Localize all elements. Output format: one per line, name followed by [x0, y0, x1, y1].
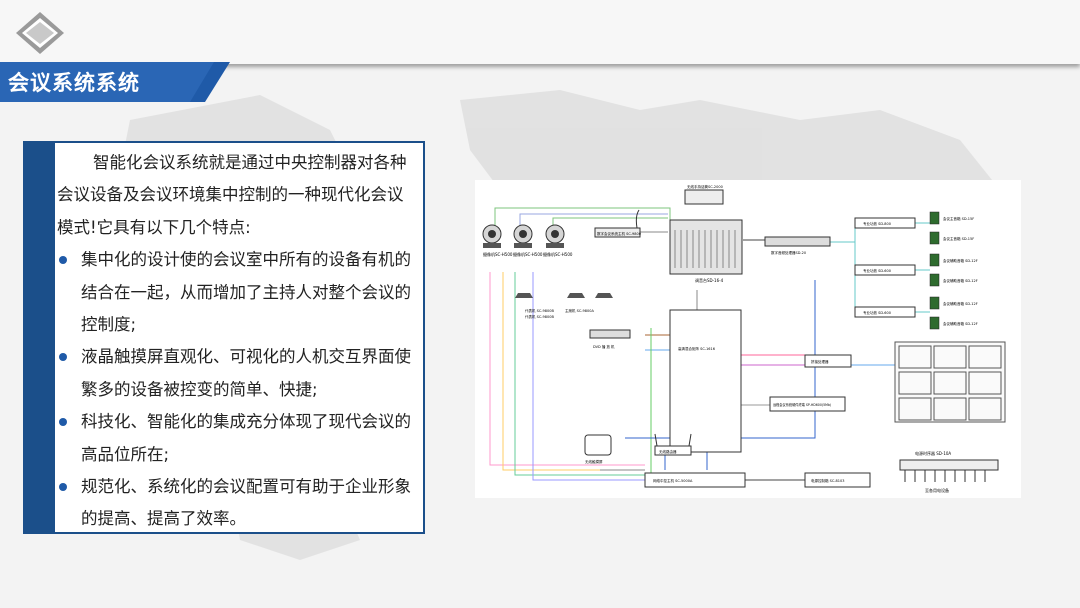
speaker-icon [929, 273, 940, 287]
camera-icon [545, 224, 565, 248]
dvd-player-device [589, 329, 631, 339]
touch-panel-icon [584, 434, 612, 456]
matrix-label: 高清混合矩阵 SC-1616 [678, 346, 715, 351]
speaker-icon [929, 253, 940, 267]
central-label: 网络中控主机 SC-5000A [653, 478, 693, 483]
speaker-label: 会议辅助音箱 SD-12F [943, 301, 978, 306]
wireless-mic-receiver [684, 189, 724, 205]
feature-bullet: 规范化、系统化的会议配置可有助于企业形象的提高、提高了效率。 [57, 471, 419, 536]
bullet-text: 集中化的设计使的会议室中所有的设备有机的结合在一起，从而增加了主持人对整个会议的… [81, 250, 411, 335]
speaker-label: 会议辅助音箱 SD-12F [943, 278, 978, 283]
power-control-label: 电源控制箱 SC-8103 [811, 478, 844, 483]
amplifier-label: 专业功放 SD-600 [863, 268, 891, 273]
conference-host-device [594, 227, 641, 238]
bullet-text: 科技化、智能化的集成充分体现了现代会议的高品位所在; [81, 412, 411, 464]
amplifier-label: 专业功放 SD-800 [863, 221, 891, 226]
feature-bullet: 液晶触摸屏直观化、可视化的人机交互界面使繁多的设备被控变的简单、快捷; [57, 341, 419, 406]
delegate-label: 主席机 SC-9800A [565, 308, 594, 313]
intro-paragraph: 智能化会议系统就是通过中央控制器对各种会议设备及会议环境集中控制的一种现代化会议… [57, 153, 407, 237]
amplifier-device [854, 217, 916, 229]
feature-text-box: 智能化会议系统就是通过中央控制器对各种会议设备及会议环境集中控制的一种现代化会议… [23, 141, 425, 534]
splicer-label: 拼接处理器 [811, 359, 829, 364]
bullet-dot-icon [59, 418, 67, 427]
diamond-logo-icon [16, 12, 64, 54]
power-control-device [804, 472, 871, 488]
speaker-label: 会议辅助音箱 SD-12F [943, 321, 978, 326]
camera-icon [513, 224, 533, 248]
amplifier-device [854, 306, 916, 318]
bullet-dot-icon [59, 256, 67, 265]
wireless-mic-label: 无线手持话筒SC-2000 [687, 184, 723, 189]
title-band [0, 62, 230, 102]
router-antenna-icon [654, 433, 692, 447]
bullet-dot-icon [59, 353, 67, 362]
camera-icon [482, 224, 502, 248]
system-diagram: 摄像机SC-H500 摄像机SC-H500 摄像机SC-H500 数字会议系统主… [475, 180, 1021, 498]
conference-host-label: 数字会议系统主机 SC-9800 [597, 231, 641, 236]
amplifier-device [854, 264, 916, 276]
bullet-text: 液晶触摸屏直观化、可视化的人机交互界面使繁多的设备被控变的简单、快捷; [81, 347, 411, 399]
speaker-label: 会议主音箱 SD-15F [943, 216, 974, 221]
video-terminal-device [769, 396, 846, 412]
splicer-device [804, 354, 852, 368]
camera-label: 摄像机SC-H500 [513, 251, 543, 257]
delegate-unit-icon [567, 293, 585, 298]
sequencer-label: 电源时序器 SD-10A [915, 450, 951, 456]
bullet-dot-icon [59, 483, 67, 492]
delegate-label: 代表机 SC-9800B [525, 314, 554, 319]
feature-bullet: 集中化的设计使的会议室中所有的设备有机的结合在一起，从而增加了主持人对整个会议的… [57, 244, 419, 341]
terminal-label: 远程会议系统硬件终端 SP-HD600(5Mb) [773, 402, 831, 407]
accent-stripe [25, 143, 55, 532]
speaker-icon [929, 316, 940, 330]
microphone-icon [635, 209, 640, 229]
router-label: 无线路由器 [659, 449, 677, 454]
camera-label: 摄像机SC-H500 [543, 251, 573, 257]
speaker-icon [929, 231, 940, 245]
video-wall [894, 341, 1006, 423]
delegate-label: 代表机 SC-9800B [525, 308, 554, 313]
matrix-device [669, 309, 742, 453]
amplifier-label: 专业功放 SD-600 [863, 310, 891, 315]
camera-label: 摄像机SC-H500 [483, 251, 513, 257]
bullet-text: 规范化、系统化的会议配置可有助于企业形象的提高、提高了效率。 [81, 477, 411, 529]
speaker-label: 会议辅助音箱 SD-12F [943, 258, 978, 263]
speaker-icon [929, 211, 940, 225]
touch-panel-label: 无线触摸屏 [585, 459, 603, 464]
processor-label: 数字音频处理器SD-20 [771, 250, 806, 255]
delegate-unit-icon [515, 293, 533, 298]
power-note: 至各用电设备 [925, 487, 949, 493]
speaker-icon [929, 296, 940, 310]
delegate-unit-icon [595, 293, 613, 298]
mixer-label: 调音台SD-16-4 [695, 277, 724, 283]
wireless-router-device [654, 445, 692, 456]
central-control-device [644, 472, 746, 488]
dvd-label: DVD 播 放 机 [593, 344, 615, 349]
top-bar [0, 0, 1080, 64]
page-title: 会议系统系统 [8, 71, 140, 95]
audio-processor-device [764, 236, 831, 247]
power-sequencer-device [899, 459, 999, 471]
speaker-label: 会议主音箱 SD-15F [943, 236, 974, 241]
mixer-device [669, 219, 743, 275]
feature-bullet: 科技化、智能化的集成充分体现了现代会议的高品位所在; [57, 406, 419, 471]
